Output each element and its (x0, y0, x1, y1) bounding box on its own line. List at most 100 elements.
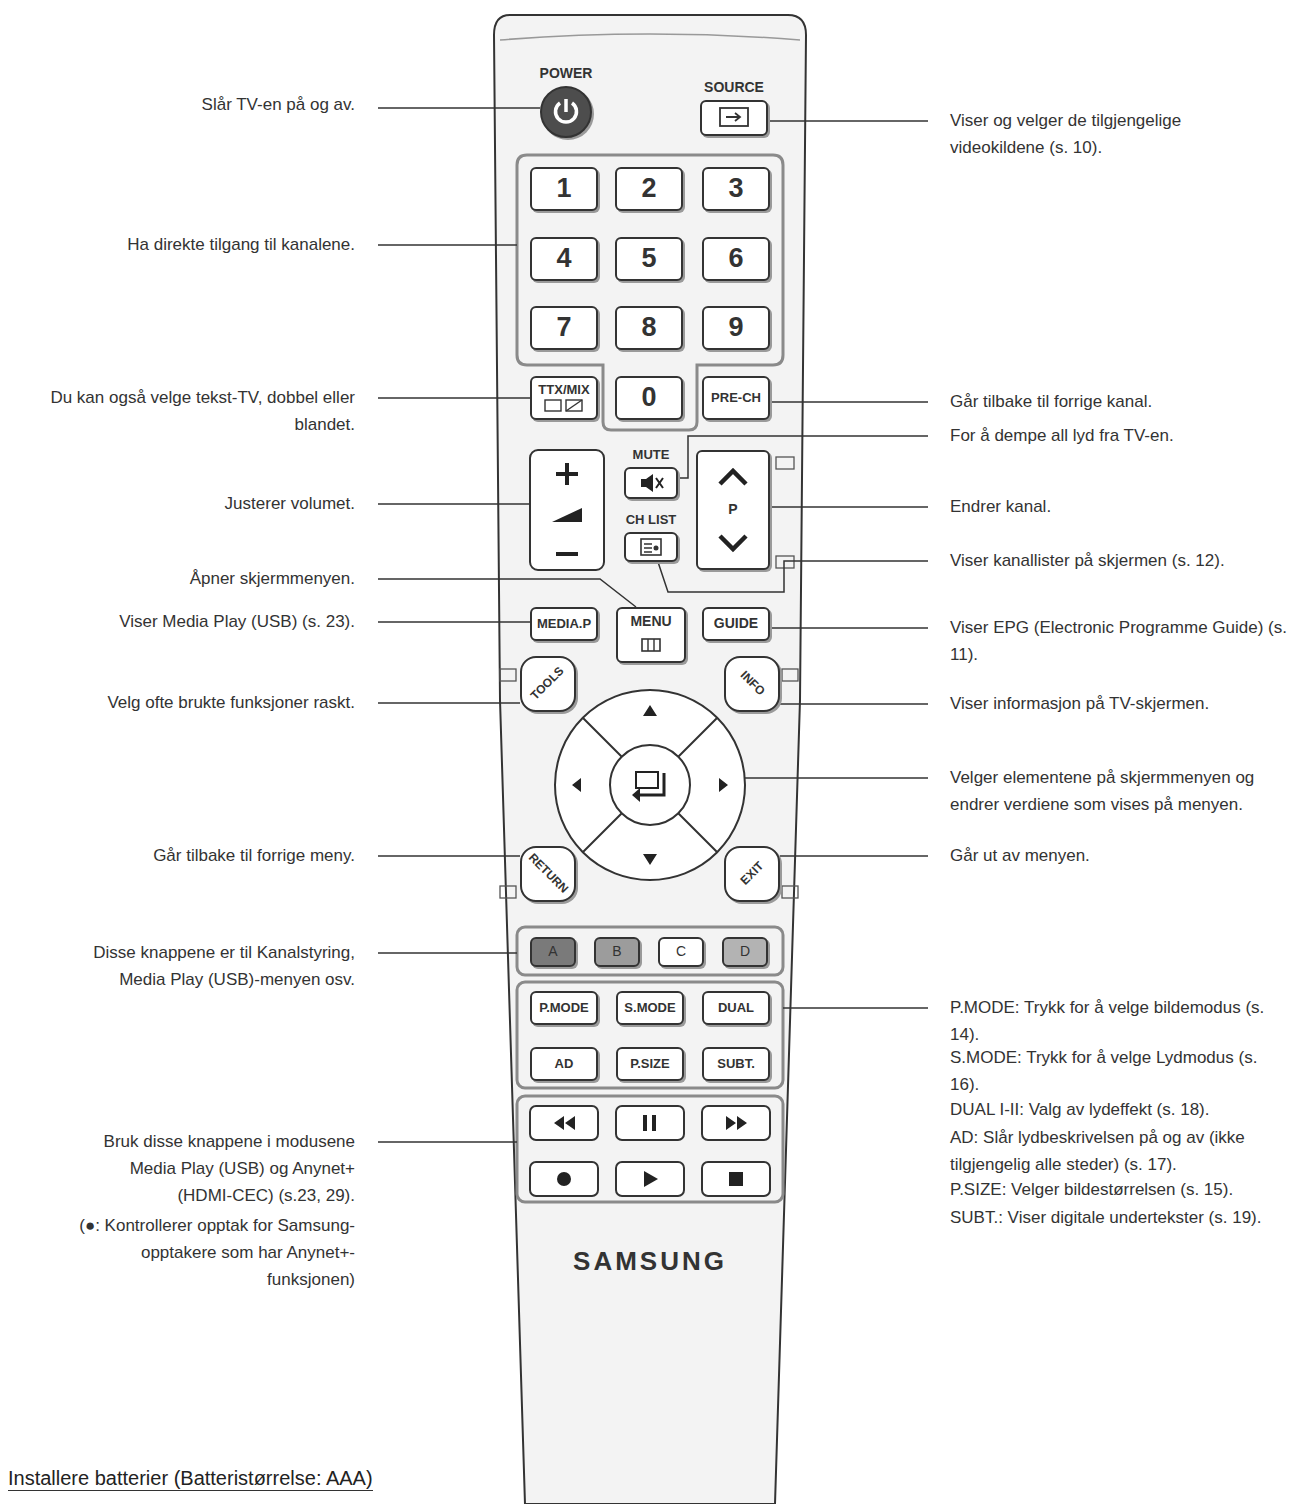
remote-button: INFO (724, 656, 780, 712)
callout-text: SUBT.: Viser digitale undertekster (s. 1… (950, 1204, 1262, 1231)
button-label: 5 (641, 244, 656, 274)
callout-text: Velger elementene på skjermmenyen og end… (950, 764, 1300, 818)
mode-button-group (517, 982, 783, 1088)
callout-text: Viser Media Play (USB) (s. 23). (119, 608, 355, 635)
remote-button: POWER (540, 86, 592, 138)
remote-button: MUTE (624, 467, 678, 499)
callout-text: Åpner skjermmenyen. (190, 565, 355, 592)
button-label: INFO (737, 669, 767, 699)
button-label: 1 (556, 174, 571, 204)
volume-rocker (530, 450, 604, 570)
button-label: POWER (540, 66, 593, 81)
button-label: EXIT (738, 860, 766, 888)
button-label: PRE-CH (711, 391, 761, 405)
remote-top-edge (500, 34, 800, 40)
button-label: 3 (728, 174, 743, 204)
button-label: MUTE (633, 448, 670, 462)
remote-button: TOOLS (520, 656, 576, 712)
callout-text: For å dempe all lyd fra TV-en. (950, 422, 1174, 449)
leader-lines (378, 108, 928, 1142)
button-icon (626, 469, 676, 497)
remote-button: 2 (615, 167, 683, 211)
remote-button: GUIDE (702, 607, 770, 641)
remote-button: 1 (530, 167, 598, 211)
media-buttons (530, 1106, 770, 1196)
color-button-group (517, 927, 783, 975)
remote-button: MENU (616, 607, 686, 663)
callout-text: Går ut av menyen. (950, 842, 1090, 869)
callout-text: P.SIZE: Velger bildestørrelsen (s. 15). (950, 1176, 1233, 1203)
brand-name: SAMSUNG (494, 1247, 806, 1276)
callout-text: Disse knappene er til Kanalstyring, Medi… (70, 939, 355, 993)
button-label: 8 (641, 313, 656, 343)
button-label: AD (555, 1057, 574, 1071)
remote-button: P.MODE (530, 991, 598, 1025)
remote-button: P (696, 450, 770, 570)
button-label: S.MODE (624, 1001, 675, 1015)
button-icon (542, 88, 590, 136)
button-label: B (612, 944, 621, 959)
remote-button: A (530, 937, 576, 967)
button-label: MEDIA.P (537, 617, 591, 631)
button-label: TOOLS (529, 665, 567, 703)
button-label: MENU (630, 614, 671, 629)
media-icons (554, 1115, 747, 1187)
remote-button: SUBT. (702, 1047, 770, 1081)
remote-button: 6 (702, 237, 770, 281)
remote-button: 5 (615, 237, 683, 281)
callout-text: Viser EPG (Electronic Programme Guide) (… (950, 614, 1300, 668)
button-label: GUIDE (714, 616, 758, 631)
remote-button: TTX/MIX (530, 376, 598, 420)
remote-button: RETURN (520, 846, 576, 902)
remote-control: POWER SOURCE 1 2 3 4 5 6 7 8 9TTX/MIX 0 PRE-CH MUTE P C… (494, 15, 806, 1504)
remote-button: MEDIA.P (530, 607, 598, 641)
remote-button: S.MODE (616, 991, 684, 1025)
callout-text: Viser og velger de tilgjengelige videoki… (950, 107, 1235, 161)
callout-text: (●: Kontrollerer opptak for Samsung-oppt… (55, 1212, 355, 1293)
callout-text: Du kan også velge tekst-TV, dobbel eller… (10, 384, 355, 438)
remote-button: DUAL (702, 991, 770, 1025)
navigation-pad (555, 690, 745, 880)
button-label: RETURN (526, 852, 571, 897)
remote-button: D (722, 937, 768, 967)
remote-body (494, 15, 806, 1504)
media-button-group (517, 1096, 783, 1202)
callout-text: Justerer volumet. (225, 490, 355, 517)
remote-button: 0 (615, 376, 683, 420)
callout-text: AD: Slår lydbeskrivelsen på og av (ikke … (950, 1124, 1285, 1178)
callout-text: Viser informasjon på TV-skjermen. (950, 690, 1209, 717)
callout-text: P.MODE: Trykk for å velge bildemodus (s.… (950, 994, 1285, 1048)
callout-text: S.MODE: Trykk for å velge Lydmodus (s. 1… (950, 1044, 1285, 1098)
callout-text: Ha direkte tilgang til kanalene. (127, 231, 355, 258)
button-label: D (740, 944, 750, 959)
button-label: 0 (641, 383, 656, 413)
remote-button: SOURCE (700, 100, 768, 136)
callout-text: Velg ofte brukte funksjoner raskt. (107, 689, 355, 716)
remote-button: B (594, 937, 640, 967)
button-label: P.SIZE (630, 1057, 670, 1071)
remote-button: 4 (530, 237, 598, 281)
button-label: A (548, 944, 557, 959)
button-label: DUAL (718, 1001, 754, 1015)
button-label: P (728, 502, 737, 517)
digit-group-outline (517, 155, 783, 430)
callout-text: DUAL I-II: Valg av lydeffekt (s. 18). (950, 1096, 1210, 1123)
remote-button: EXIT (724, 846, 780, 902)
button-label: 6 (728, 244, 743, 274)
section-heading: Installere batterier (Batteristørrelse: … (8, 1466, 373, 1491)
button-label: SOURCE (704, 80, 764, 95)
remote-button: 7 (530, 306, 598, 350)
button-label: SUBT. (717, 1057, 755, 1071)
remote-button: CH LIST (624, 532, 678, 562)
remote-button: PRE-CH (702, 376, 770, 420)
button-icon (702, 102, 766, 134)
button-label: TTX/MIX (538, 383, 589, 397)
remote-button: 3 (702, 167, 770, 211)
callout-text: Går tilbake til forrige meny. (153, 842, 355, 869)
remote-button: 8 (615, 306, 683, 350)
button-label: P.MODE (539, 1001, 589, 1015)
remote-button: C (658, 937, 704, 967)
remote-button: 9 (702, 306, 770, 350)
button-icon (626, 534, 676, 560)
